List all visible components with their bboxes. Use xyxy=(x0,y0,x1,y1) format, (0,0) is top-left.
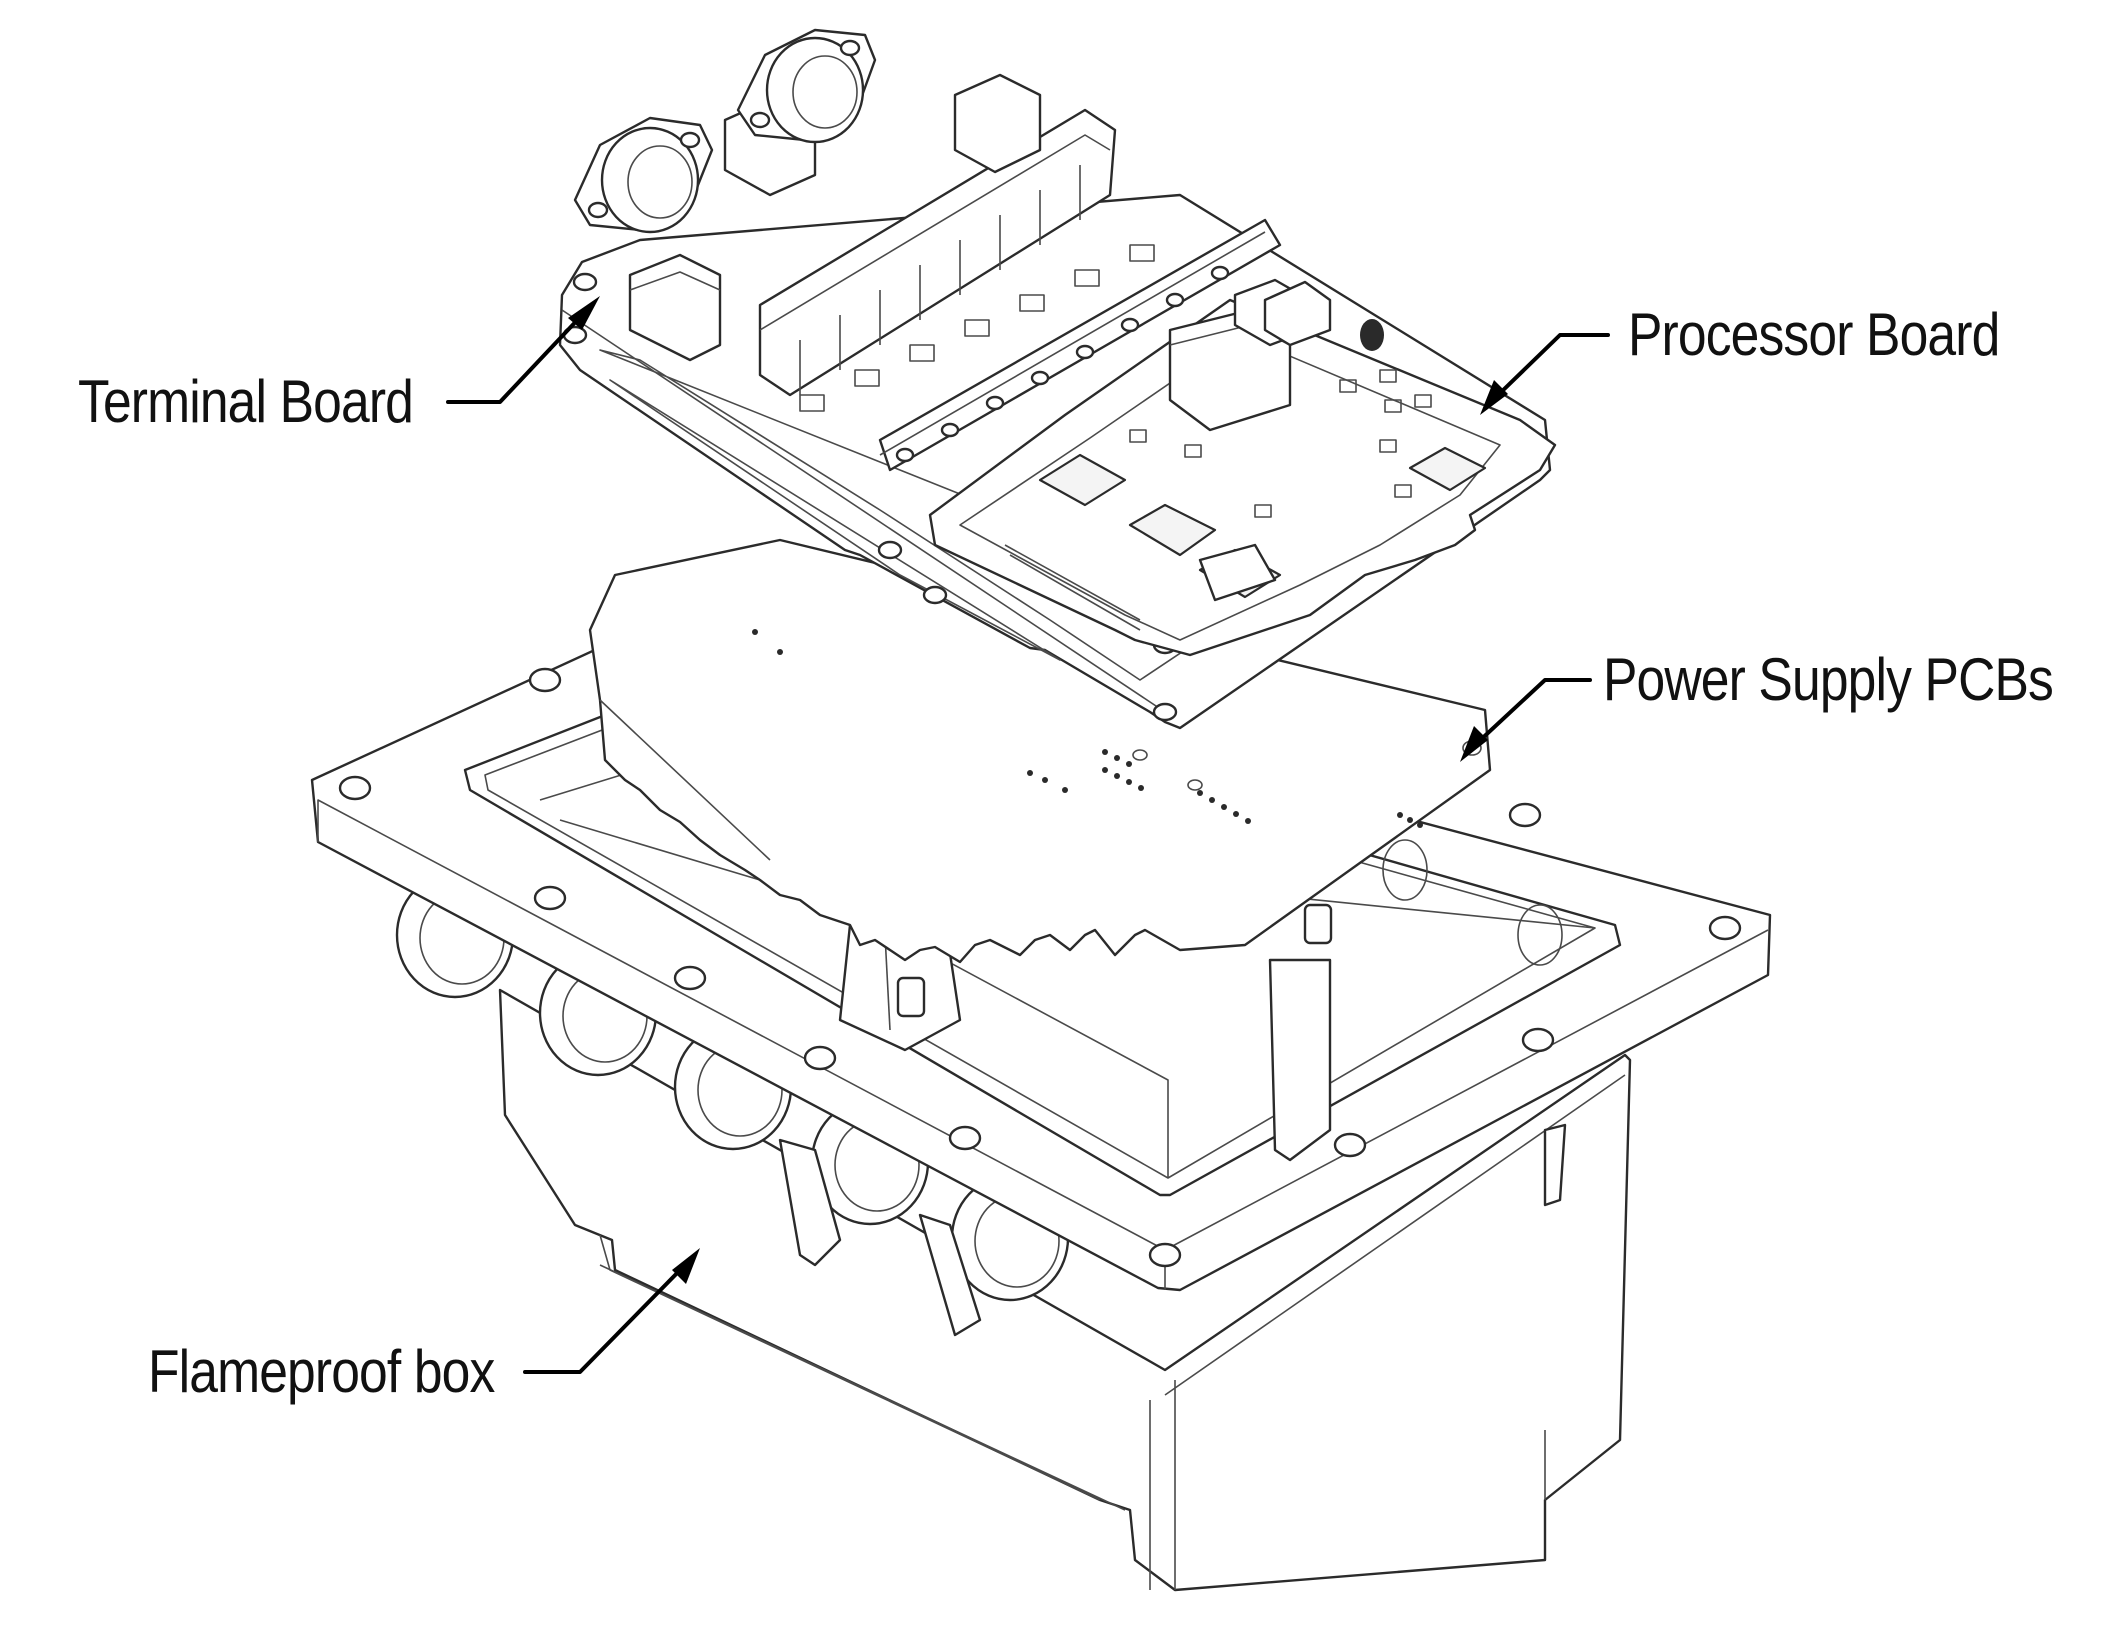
terminal-board-arrowhead xyxy=(568,296,600,330)
flameproof-box-leader xyxy=(523,1263,687,1374)
terminal-screws xyxy=(895,265,1230,463)
power-supply-pcb xyxy=(588,538,1492,964)
power-supply-arrowhead xyxy=(1460,726,1488,762)
leader-lines xyxy=(446,296,1610,1374)
flange-bolt-holes xyxy=(338,667,1742,1268)
terminal-pads xyxy=(799,244,1155,412)
mounting-studs xyxy=(896,903,1333,1018)
power-supply-label: Power Supply PCBs xyxy=(1603,646,2054,713)
board-holes xyxy=(562,272,1178,722)
round-connectors xyxy=(573,28,877,234)
terminal-board-leader xyxy=(446,312,585,404)
flameproof-box-label: Flameproof box xyxy=(148,1338,495,1405)
processor-pads xyxy=(1129,369,1432,518)
flameproof-box-arrowhead xyxy=(672,1248,700,1284)
processor-board-leader xyxy=(1493,333,1610,400)
processor-board-arrowhead xyxy=(1480,380,1508,415)
processor-board-label: Processor Board xyxy=(1628,301,2000,368)
pcb-dots xyxy=(752,629,1423,828)
power-supply-leader xyxy=(1473,678,1592,747)
terminal-board-label: Terminal Board xyxy=(78,368,414,435)
